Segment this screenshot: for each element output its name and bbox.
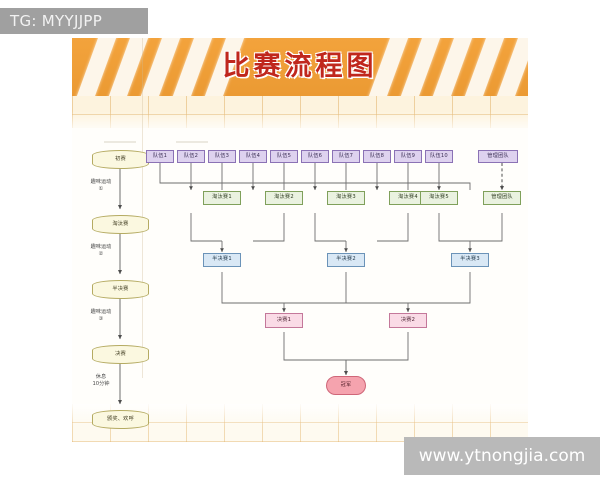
connector-line1: 休息 (95, 374, 107, 380)
stage-node-elimination[interactable]: 淘汰赛 (92, 215, 149, 234)
grid-paper-top (72, 96, 528, 134)
team-label: 队伍10 (430, 152, 448, 159)
stage-label: 淘汰赛 (112, 220, 129, 227)
semifinal-label: 半决赛3 (460, 256, 480, 263)
elimination-label: 管理团队 (491, 194, 513, 201)
semifinal-node[interactable]: 半决赛3 (451, 253, 489, 267)
elimination-node[interactable]: 淘汰赛3 (327, 191, 365, 205)
stage-label: 初赛 (115, 155, 126, 162)
elimination-label: 淘汰赛1 (212, 194, 232, 201)
stage-label: 决赛 (115, 350, 126, 357)
team-label: 队伍8 (369, 152, 385, 159)
stage-node-award[interactable]: 颁奖、欢呼 (92, 410, 149, 429)
vertical-divider (142, 38, 143, 378)
team-node[interactable]: 队伍10 (425, 150, 453, 163)
connector-line2: ③ (98, 315, 104, 322)
elimination-label: 淘汰赛2 (274, 194, 294, 201)
elimination-node[interactable]: 淘汰赛2 (265, 191, 303, 205)
connector-line1: 趣味运动 (90, 244, 112, 250)
flowchart-poster: 比赛流程图 (72, 38, 528, 442)
management-team-node[interactable]: 管理团队 (478, 150, 518, 163)
final-node[interactable]: 决赛2 (389, 313, 427, 328)
stage-node-semifinal[interactable]: 半决赛 (92, 280, 149, 299)
semifinal-label: 半决赛2 (336, 256, 356, 263)
connector-lines (104, 141, 505, 405)
connector-line2: ① (98, 185, 104, 192)
final-label: 决赛1 (276, 316, 292, 323)
poster-title: 比赛流程图 (222, 51, 378, 82)
elimination-node[interactable]: 淘汰赛1 (203, 191, 241, 205)
semifinal-label: 半决赛1 (212, 256, 232, 263)
team-node[interactable]: 队伍2 (177, 150, 205, 163)
team-node[interactable]: 队伍9 (394, 150, 422, 163)
team-node[interactable]: 队伍3 (208, 150, 236, 163)
stage-label: 颁奖、欢呼 (107, 415, 134, 422)
team-label: 队伍9 (400, 152, 416, 159)
elimination-label: 淘汰赛4 (398, 194, 418, 201)
team-label: 队伍3 (214, 152, 230, 159)
connector-line2: ② (98, 250, 104, 257)
team-label: 管理团队 (487, 152, 509, 159)
timeline-connector-label: 趣味运动 ③ (84, 309, 118, 322)
connector-line2: 10分钟 (92, 380, 110, 387)
team-node[interactable]: 队伍8 (363, 150, 391, 163)
stage-node-prelim[interactable]: 初赛 (92, 150, 149, 169)
connector-line1: 趣味运动 (90, 309, 112, 315)
elimination-node[interactable]: 淘汰赛5 (420, 191, 458, 205)
champion-label: 冠军 (340, 381, 352, 388)
team-node[interactable]: 队伍6 (301, 150, 329, 163)
stage-label: 半决赛 (112, 285, 129, 292)
team-label: 队伍6 (307, 152, 323, 159)
stage-node-final[interactable]: 决赛 (92, 345, 149, 364)
team-node[interactable]: 队伍4 (239, 150, 267, 163)
semifinal-node[interactable]: 半决赛2 (327, 253, 365, 267)
site-watermark: www.ytnongjia.com (404, 437, 600, 475)
diagram-canvas (72, 128, 528, 408)
timeline-connector-label: 趣味运动 ② (84, 244, 118, 257)
team-node[interactable]: 队伍7 (332, 150, 360, 163)
team-node[interactable]: 队伍1 (146, 150, 174, 163)
team-label: 队伍7 (338, 152, 354, 159)
champion-node[interactable]: 冠军 (326, 376, 366, 395)
semifinal-node[interactable]: 半决赛1 (203, 253, 241, 267)
timeline-connector-label: 趣味运动 ① (84, 179, 118, 192)
timeline-connector-label: 休息 10分钟 (84, 374, 118, 387)
tg-watermark: TG: MYYJJPP (0, 8, 148, 34)
elimination-label: 淘汰赛5 (429, 194, 449, 201)
team-label: 队伍4 (245, 152, 261, 159)
final-node[interactable]: 决赛1 (265, 313, 303, 328)
team-node[interactable]: 队伍5 (270, 150, 298, 163)
connector-line1: 趣味运动 (90, 179, 112, 185)
poster-header-band: 比赛流程图 (72, 38, 528, 96)
team-label: 队伍5 (276, 152, 292, 159)
final-label: 决赛2 (400, 316, 416, 323)
elimination-label: 淘汰赛3 (336, 194, 356, 201)
team-label: 队伍2 (183, 152, 199, 159)
elimination-management-node[interactable]: 管理团队 (483, 191, 521, 205)
team-label: 队伍1 (152, 152, 168, 159)
